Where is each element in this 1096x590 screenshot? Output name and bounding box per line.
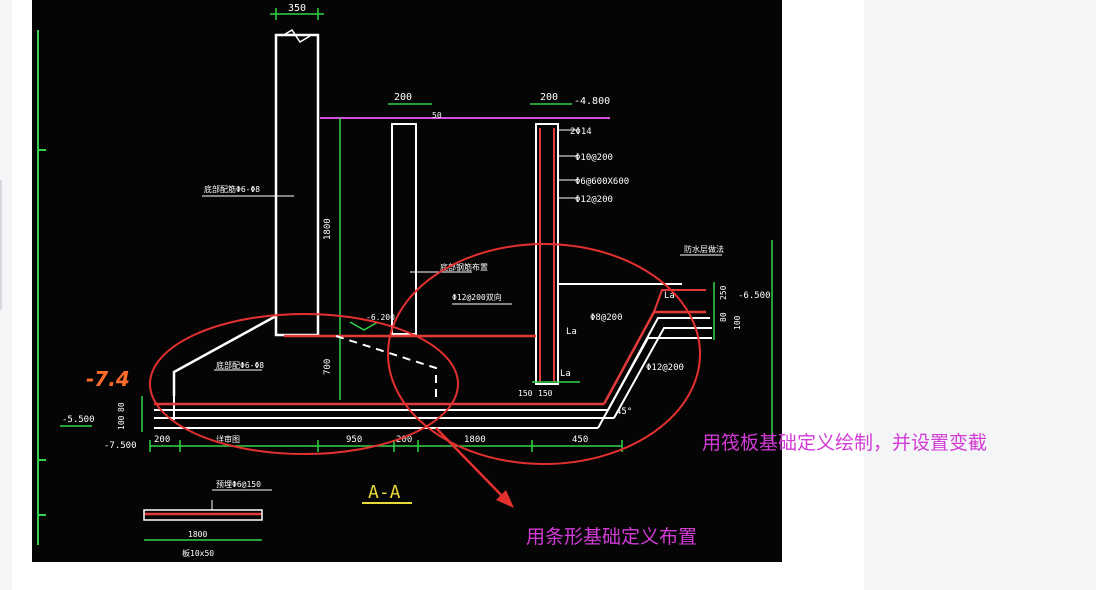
label-l4: 防水层做法 bbox=[684, 244, 724, 254]
elev-6200: -6.200 bbox=[366, 313, 395, 322]
bdim-950: 950 bbox=[346, 435, 362, 445]
vdim-700: 700 bbox=[323, 359, 333, 375]
vdim-80-r: 80 bbox=[719, 312, 728, 322]
la-2: La bbox=[566, 327, 577, 337]
rebar-r5: Φ12@200双向 bbox=[452, 292, 502, 302]
la-1: La bbox=[664, 291, 675, 301]
center-pit bbox=[391, 123, 417, 335]
rebar-r3: Φ6@600X600 bbox=[575, 177, 629, 187]
bdim-450: 450 bbox=[572, 435, 588, 445]
vdim-1800: 1800 bbox=[323, 218, 333, 240]
mini-150-a: 150 bbox=[518, 389, 533, 398]
la-3: La bbox=[560, 369, 571, 379]
rebar-r7: Φ12@200 bbox=[646, 363, 684, 373]
vdim-250: 250 bbox=[719, 285, 728, 300]
detail-width: 1800 bbox=[188, 530, 207, 539]
vdim-80: 80 bbox=[117, 402, 126, 412]
label-l2: 底部配Φ6-Φ8 bbox=[216, 360, 264, 370]
bdim-note: 详审图 bbox=[216, 434, 240, 444]
label-l3: 底部钢筋布置 bbox=[440, 262, 488, 272]
bdim-1800: 1800 bbox=[464, 435, 486, 445]
dim-50: 50 bbox=[432, 111, 442, 120]
mini-150-b: 150 bbox=[538, 389, 553, 398]
rebar-r6: Φ8@200 bbox=[590, 313, 623, 323]
bdim-200-b: 200 bbox=[396, 435, 412, 445]
vdim-100-r: 100 bbox=[733, 315, 742, 330]
elev-4800: -4.800 bbox=[574, 96, 610, 107]
elev-7500: -7.500 bbox=[104, 441, 137, 451]
elev-6500: -6.500 bbox=[738, 291, 771, 301]
vdim-100: 100 bbox=[117, 415, 126, 430]
cad-drawing: 2000 350 200 50 1800 700 200 -4.800 2Φ14… bbox=[37, 3, 773, 558]
handwritten-elevation: -7.4 bbox=[86, 367, 130, 391]
raft-annotation: 用筏板基础定义绘制，并设置变截 bbox=[702, 432, 988, 454]
angle-45: 45° bbox=[616, 407, 632, 417]
rebar-r1: 2Φ14 bbox=[570, 127, 592, 137]
elev-5500: -5.500 bbox=[62, 415, 95, 425]
rebar-r4: Φ12@200 bbox=[575, 195, 613, 205]
dim-350: 350 bbox=[288, 3, 306, 14]
cad-photo: 2000 350 200 50 1800 700 200 -4.800 2Φ14… bbox=[32, 0, 782, 562]
detail-bottom: 板10x50 bbox=[182, 548, 214, 558]
left-slope bbox=[172, 314, 277, 396]
dim-200-b: 200 bbox=[540, 92, 558, 103]
detail-top: 预埋Φ6@150 bbox=[216, 479, 261, 489]
left-wall bbox=[274, 33, 320, 337]
dim-200-a: 200 bbox=[394, 92, 412, 103]
label-l1: 底部配筋Φ6-Φ8 bbox=[204, 184, 260, 194]
strip-annotation: 用条形基础定义布置 bbox=[526, 526, 698, 548]
rebar-r2: Φ10@200 bbox=[575, 153, 613, 163]
bdim-200-a: 200 bbox=[154, 435, 170, 445]
section-title: A-A bbox=[368, 482, 401, 503]
scroll-indicator bbox=[0, 180, 2, 310]
